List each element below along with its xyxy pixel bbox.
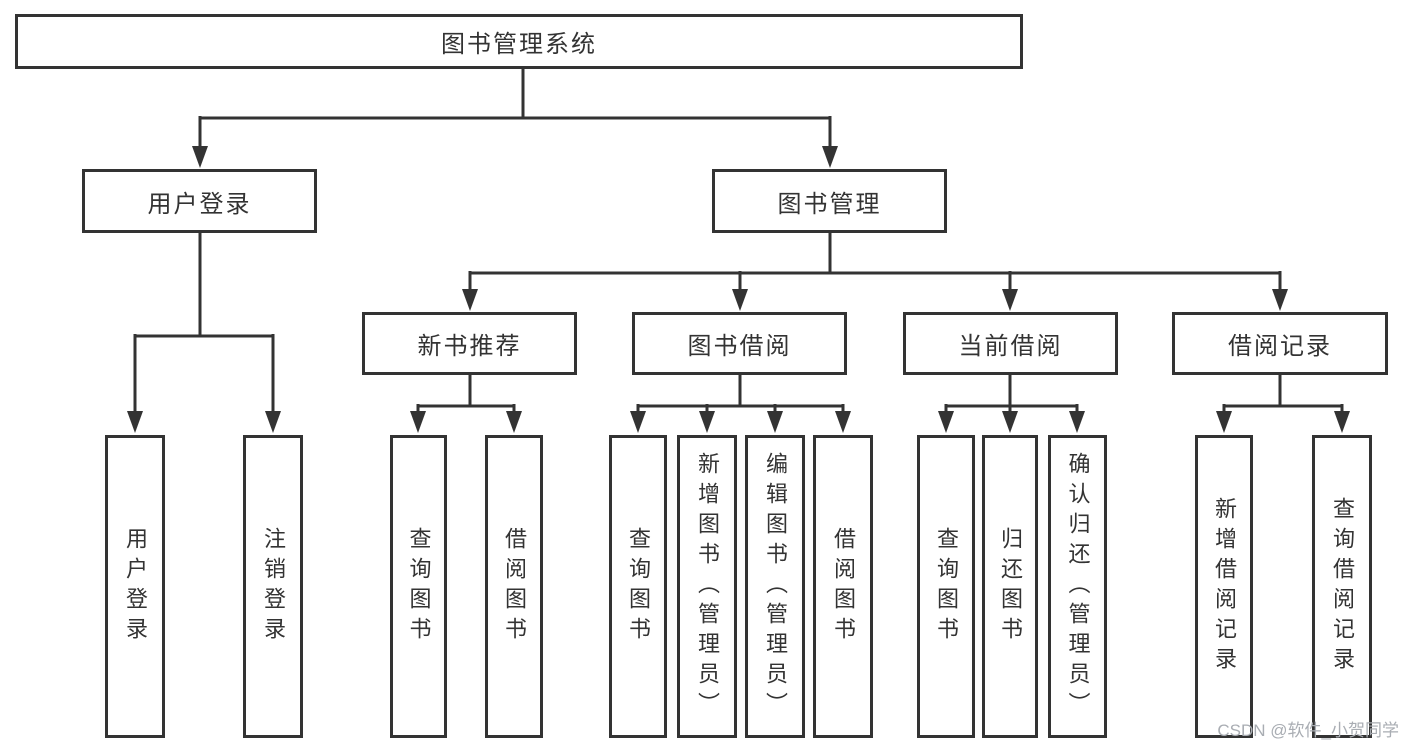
node-current-borrowing-label: 当前借阅 xyxy=(958,333,1063,360)
node-new-book-recommend-label: 新书推荐 xyxy=(417,333,522,360)
arrow-down-icon xyxy=(822,146,838,168)
node-current-borrowing: 当前借阅 xyxy=(903,312,1118,375)
node-user-login-leaf: 用户登录 xyxy=(105,435,165,738)
node-borrowing-records: 借阅记录 xyxy=(1172,312,1388,375)
node-library-management-system-label: 图书管理系统 xyxy=(441,31,597,58)
node-user-login-leaf-label: 用户登录 xyxy=(123,526,148,647)
arrow-down-icon xyxy=(1002,411,1018,433)
node-edit-books-admin: 编辑图书（管理员） xyxy=(745,435,805,738)
arrow-down-icon xyxy=(767,411,783,433)
arrow-down-icon xyxy=(1216,411,1232,433)
node-book-management-label: 图书管理 xyxy=(777,190,882,218)
arrow-down-icon xyxy=(506,411,522,433)
node-return-books: 归还图书 xyxy=(982,435,1038,738)
arrow-down-icon xyxy=(462,289,478,311)
arrow-down-icon xyxy=(410,411,426,433)
node-add-borrow-record-label: 新增借阅记录 xyxy=(1212,496,1237,677)
node-borrowing-query-books: 查询图书 xyxy=(609,435,667,738)
node-return-books-label: 归还图书 xyxy=(998,526,1023,647)
node-user-login: 用户登录 xyxy=(82,169,317,233)
node-library-management-system: 图书管理系统 xyxy=(15,14,1023,69)
node-borrowing-records-label: 借阅记录 xyxy=(1228,333,1332,360)
arrow-down-icon xyxy=(1272,289,1288,311)
node-borrowing-query-books-label: 查询图书 xyxy=(626,526,651,647)
arrow-down-icon xyxy=(630,411,646,433)
arrow-down-icon xyxy=(699,411,715,433)
node-query-borrow-record-label: 查询借阅记录 xyxy=(1330,496,1355,677)
arrow-down-icon xyxy=(1002,289,1018,311)
node-recommend-query-books: 查询图书 xyxy=(390,435,447,738)
node-logout: 注销登录 xyxy=(243,435,303,738)
node-current-query-books: 查询图书 xyxy=(917,435,975,738)
csdn-watermark: CSDN @软件_小贺同学 xyxy=(1217,721,1399,740)
node-new-book-recommend: 新书推荐 xyxy=(362,312,577,375)
node-book-management: 图书管理 xyxy=(712,169,947,233)
node-book-borrowing: 图书借阅 xyxy=(632,312,847,375)
node-user-login-label: 用户登录 xyxy=(147,190,252,218)
arrow-down-icon xyxy=(732,289,748,311)
arrow-down-icon xyxy=(127,411,143,433)
node-add-books-admin-label: 新增图书（管理员） xyxy=(695,451,720,722)
node-recommend-query-books-label: 查询图书 xyxy=(406,526,432,647)
node-add-books-admin: 新增图书（管理员） xyxy=(677,435,737,738)
node-logout-label: 注销登录 xyxy=(261,526,286,647)
arrow-down-icon xyxy=(1334,411,1350,433)
node-borrowing-borrow-books: 借阅图书 xyxy=(813,435,873,738)
arrow-down-icon xyxy=(192,146,208,168)
arrow-down-icon xyxy=(265,411,281,433)
arrow-down-icon xyxy=(835,411,851,433)
arrow-down-icon xyxy=(938,411,954,433)
node-recommend-borrow-books-label: 借阅图书 xyxy=(502,526,527,647)
node-confirm-return-admin-label: 确认归还（管理员） xyxy=(1065,451,1091,722)
node-recommend-borrow-books: 借阅图书 xyxy=(485,435,543,738)
node-add-borrow-record: 新增借阅记录 xyxy=(1195,435,1253,738)
node-borrowing-borrow-books-label: 借阅图书 xyxy=(831,526,856,647)
node-edit-books-admin-label: 编辑图书（管理员） xyxy=(763,451,788,722)
node-confirm-return-admin: 确认归还（管理员） xyxy=(1048,435,1107,738)
node-current-query-books-label: 查询图书 xyxy=(934,526,959,647)
arrow-down-icon xyxy=(1069,411,1085,433)
node-book-borrowing-label: 图书借阅 xyxy=(687,333,792,360)
node-query-borrow-record: 查询借阅记录 xyxy=(1312,435,1372,738)
